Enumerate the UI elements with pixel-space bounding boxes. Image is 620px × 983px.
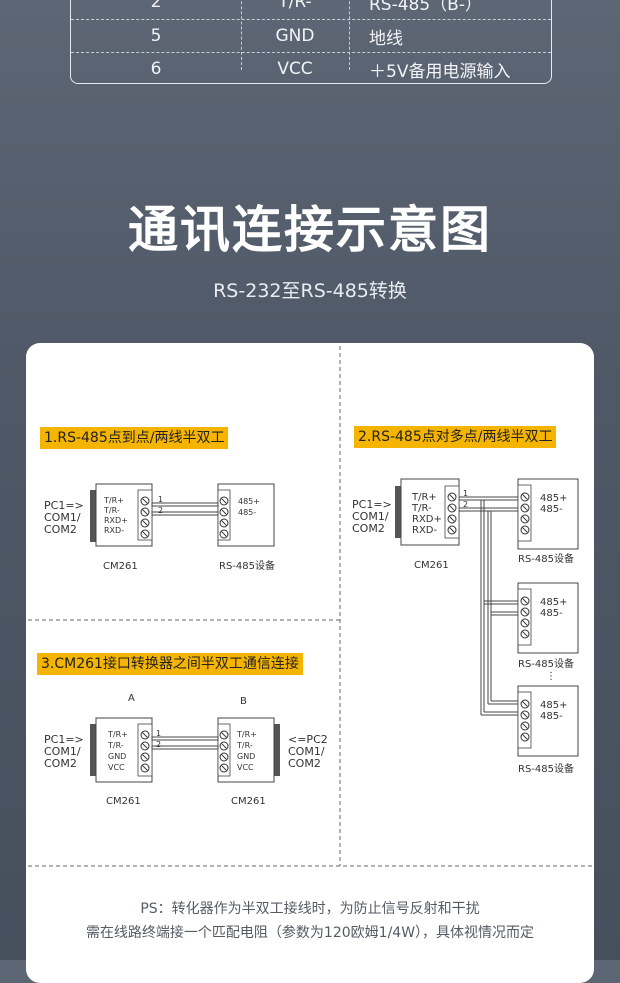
pc1-label: PC1=>COM1/COM2 xyxy=(44,499,84,536)
page-subtitle: RS-232至RS-485转换 xyxy=(213,280,407,302)
table-row: 6 VCC ＋5V备用电源输入 xyxy=(71,52,551,85)
converter-pin-labels: T/R+ T/R- GND VCC xyxy=(108,730,128,772)
converter-pin-labels: T/R+ T/R- GND VCC xyxy=(237,730,257,772)
device-name: RS-485设备 xyxy=(219,561,275,572)
pin-description: ＋5V备用电源输入 xyxy=(369,61,511,82)
converter-name: CM261 xyxy=(231,796,266,807)
wiring-diagram xyxy=(28,346,592,867)
device-pin-labels: 485+485- xyxy=(540,700,568,722)
page-title: 通讯连接示意图 xyxy=(128,201,492,259)
pin-number: 2 xyxy=(150,0,162,12)
node-a-label: A xyxy=(128,693,135,704)
column-divider xyxy=(241,0,242,70)
pc1-label: PC1=>COM1/COM2 xyxy=(44,733,84,770)
line-number: 2 xyxy=(158,506,164,515)
converter-cm261 xyxy=(395,478,460,546)
line-number: 1 xyxy=(463,489,469,498)
ellipsis-vertical: ⋮ xyxy=(546,671,556,682)
pin-signal: GND xyxy=(275,26,315,46)
ps-note-line1: PS：转化器作为半双工接线时，为防止信号反射和干扰 xyxy=(140,901,480,917)
converter-pin-labels: T/R+ T/R- RXD+ RXD- xyxy=(412,492,442,536)
pin-number: 6 xyxy=(150,59,162,79)
section-1-title: 1.RS-485点到点/两线半双工 xyxy=(40,427,229,449)
line-number: 1 xyxy=(158,495,164,504)
bus-wire xyxy=(459,496,518,716)
section-3-title: 3.CM261接口转换器之间半双工通信连接 xyxy=(37,653,303,675)
column-divider xyxy=(349,0,350,70)
pin-signal: T/R- xyxy=(278,0,312,12)
pin-table: 2 T/R- RS-485（B-） 5 GND 地线 6 VCC ＋5V备用电源… xyxy=(70,0,552,84)
pin-signal: VCC xyxy=(277,59,313,79)
converter-name: CM261 xyxy=(103,561,138,572)
device-name: RS-485设备 xyxy=(518,764,574,775)
device-pin-labels: 485+485- xyxy=(540,493,568,515)
pc1-label: PC1=>COM1/COM2 xyxy=(352,498,392,535)
line-number: 2 xyxy=(156,740,162,749)
converter-name: CM261 xyxy=(106,796,141,807)
twisted-pair-wire xyxy=(151,502,219,516)
node-b-label: B xyxy=(240,696,247,707)
converter-name: CM261 xyxy=(414,560,449,571)
rs485-device xyxy=(517,582,579,654)
device-pin-labels: 485+ 485- xyxy=(238,497,260,517)
device-name: RS-485设备 xyxy=(518,554,574,565)
rs485-device xyxy=(517,685,579,757)
converter-cm261-a xyxy=(90,717,153,783)
converter-cm261-b xyxy=(217,717,280,783)
section-2-title: 2.RS-485点对多点/两线半双工 xyxy=(354,426,557,448)
rs485-device xyxy=(217,483,275,547)
table-row: 2 T/R- RS-485（B-） xyxy=(71,0,551,18)
converter-cm261 xyxy=(90,483,153,547)
pin-number: 5 xyxy=(150,26,162,46)
pin-description: RS-485（B-） xyxy=(369,0,482,15)
twisted-pair-wire xyxy=(151,736,219,750)
line-number: 1 xyxy=(156,729,162,738)
ps-note-line2: 需在线路终端接一个匹配电阻（参数为120欧姆1/4W），具体视情况而定 xyxy=(85,925,535,941)
table-row: 5 GND 地线 xyxy=(71,19,551,52)
rs485-device xyxy=(517,478,579,550)
converter-pin-labels: T/R+ T/R- RXD+ RXD- xyxy=(104,496,128,535)
device-pin-labels: 485+485- xyxy=(540,597,568,619)
line-number: 2 xyxy=(463,500,469,509)
pin-description: 地线 xyxy=(369,28,403,49)
device-name: RS-485设备 xyxy=(518,659,574,670)
